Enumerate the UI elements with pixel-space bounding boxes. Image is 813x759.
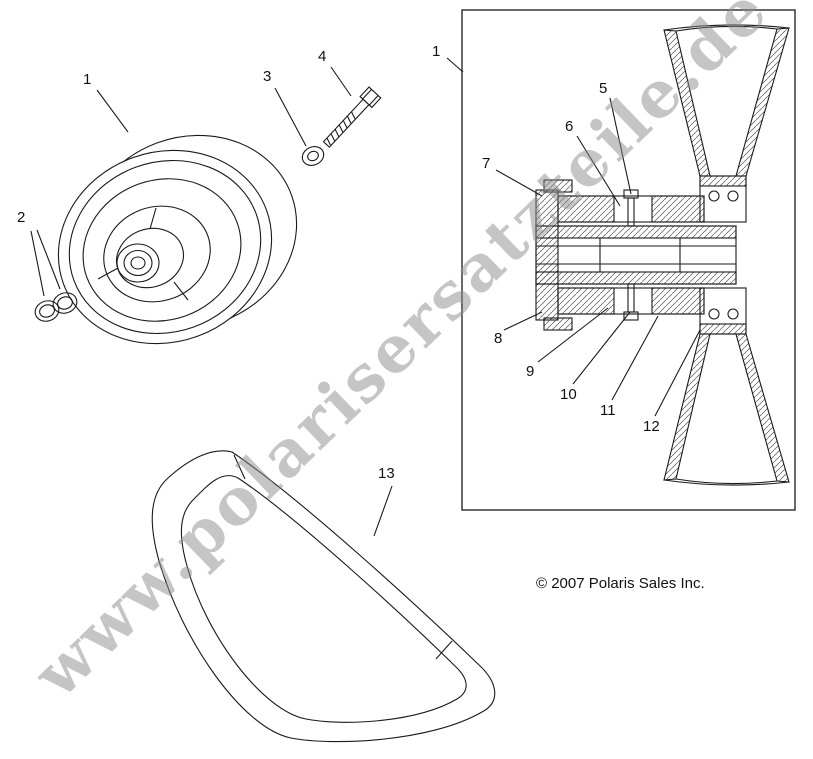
clutch-cross-section-drawing — [535, 24, 790, 486]
callout-12: 12 — [643, 418, 660, 435]
fixed-sheave-drawing — [663, 24, 790, 486]
callout-6: 6 — [565, 118, 574, 135]
callout-8: 8 — [494, 330, 503, 347]
callout-3: 3 — [263, 68, 272, 85]
callout-2: 2 — [17, 209, 26, 226]
snap-rings-drawing — [34, 292, 78, 322]
copyright-text: © 2007 Polaris Sales Inc. — [536, 575, 705, 592]
callout-1-clutch: 1 — [83, 71, 92, 88]
callout-1-inset: 1 — [432, 43, 441, 60]
callout-5: 5 — [599, 80, 608, 97]
callout-9: 9 — [526, 363, 535, 380]
inset-box — [461, 9, 796, 511]
callout-10: 10 — [560, 386, 577, 403]
callout-leader-lines — [30, 57, 701, 537]
bolt-drawing — [322, 86, 382, 148]
callout-4: 4 — [318, 48, 327, 65]
callout-13: 13 — [378, 465, 395, 482]
callout-7: 7 — [482, 155, 491, 172]
callout-11: 11 — [600, 402, 616, 419]
driven-clutch-drawing — [57, 134, 298, 345]
drive-belt-drawing — [151, 450, 496, 743]
washer-drawing — [301, 146, 325, 166]
